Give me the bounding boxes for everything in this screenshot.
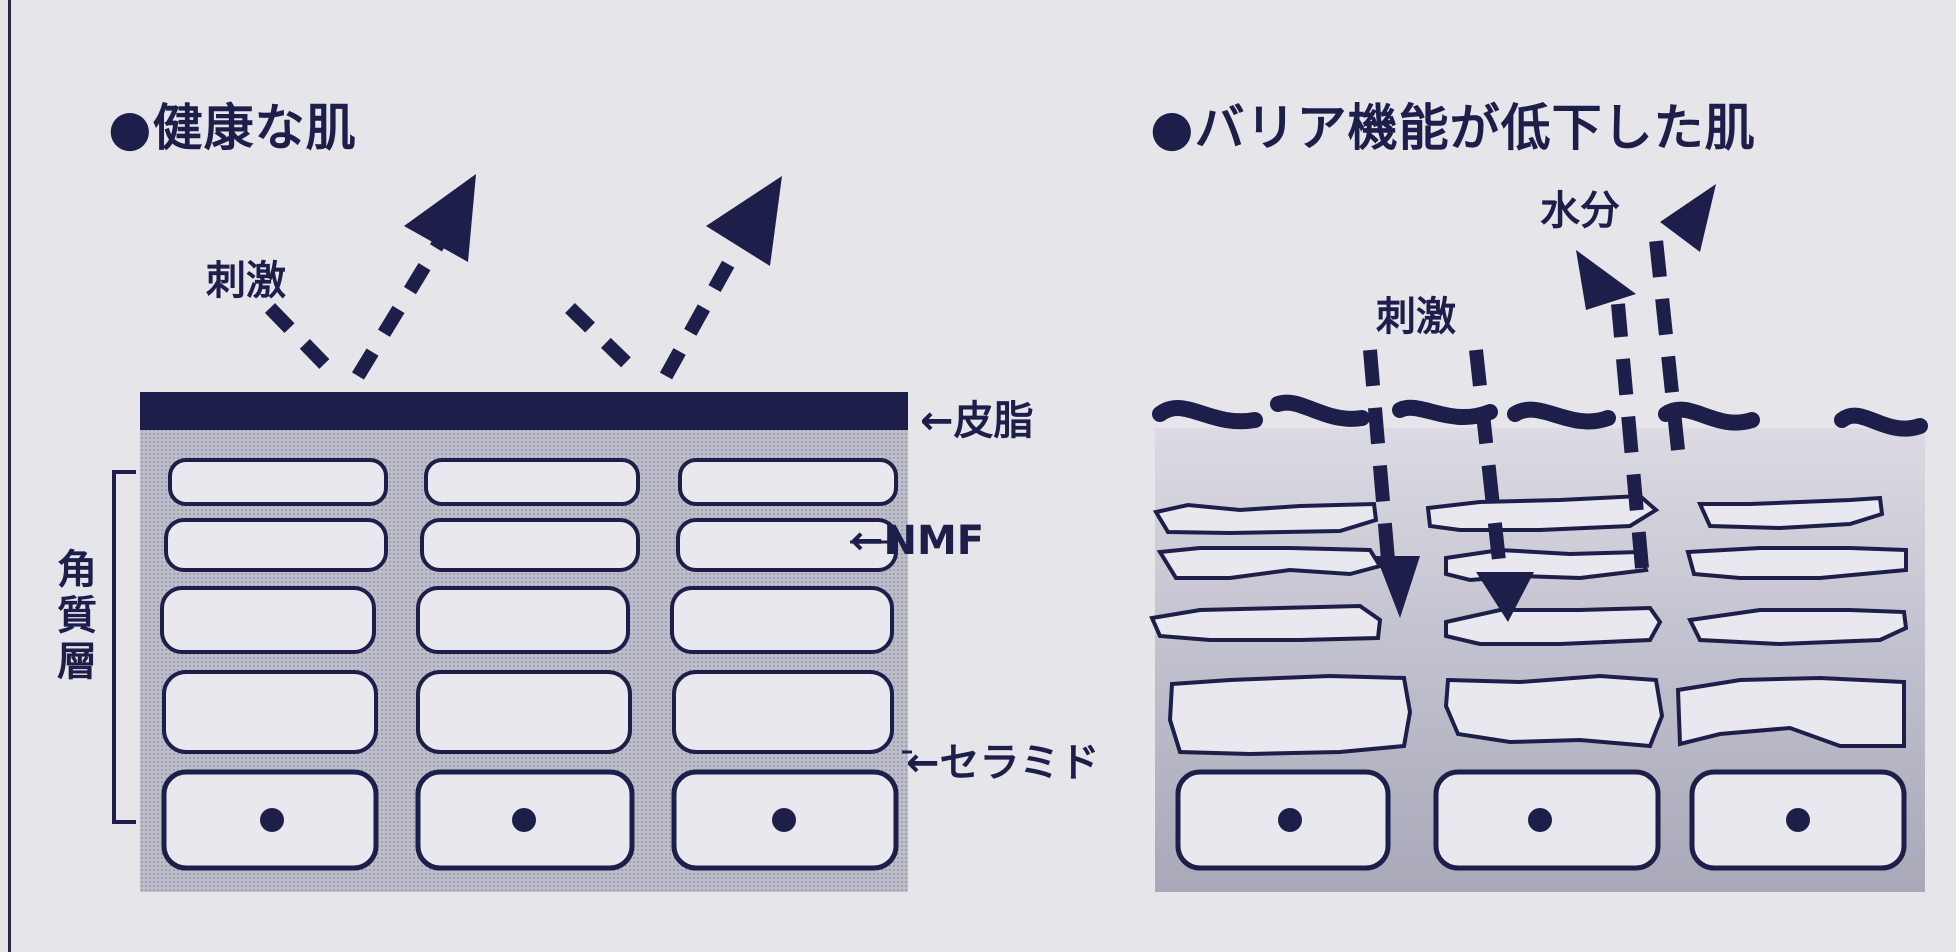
damaged-cell	[1443, 673, 1665, 749]
stimulus-arrow-out	[352, 224, 454, 380]
healthy-skin-title: ●健康な肌	[108, 99, 357, 157]
healthy-skin-panel	[112, 174, 912, 892]
cell	[416, 586, 630, 654]
stimulus-arrow-penetrating	[1363, 349, 1395, 561]
cell	[168, 458, 388, 506]
damaged-cell	[1152, 501, 1379, 536]
nucleus	[260, 808, 284, 832]
water-arrow-escaping	[1649, 239, 1685, 451]
nucleus	[1278, 808, 1302, 832]
arrowhead	[404, 174, 476, 262]
cell	[160, 586, 376, 654]
nmf-label: ←NMF	[850, 518, 985, 564]
stimulus-arrow-in	[264, 303, 342, 381]
water-arrow-escaping	[1611, 303, 1649, 569]
arrowhead	[1576, 250, 1636, 310]
cell	[416, 670, 632, 754]
page-left-border	[8, 0, 11, 952]
cell	[670, 586, 894, 654]
damaged-cell	[1156, 546, 1384, 580]
cell	[678, 458, 898, 506]
ceramide-label: ←セラミド	[906, 740, 1100, 786]
cell	[424, 458, 640, 506]
sebum-fragment	[1270, 394, 1370, 427]
cell	[676, 518, 898, 572]
cell	[164, 518, 388, 572]
arrowhead	[706, 176, 782, 266]
sebum-fragment	[1658, 401, 1760, 431]
damaged-cell	[1686, 608, 1909, 647]
arrowhead	[1476, 572, 1534, 622]
nucleus	[1786, 808, 1810, 832]
stimulus-arrow-in	[565, 302, 645, 382]
arrowhead	[1376, 556, 1420, 618]
damaged-cell	[1167, 673, 1413, 757]
damaged-cell	[1425, 493, 1660, 532]
sebum-fragment	[1834, 407, 1928, 437]
stratum-corneum-label: 角質層	[50, 548, 96, 686]
arrowhead	[1660, 184, 1716, 252]
stimulus-arrow-out	[659, 228, 753, 380]
damaged-stimulus-label: 刺激	[1376, 294, 1456, 340]
damaged-cell	[1149, 603, 1383, 642]
cell	[162, 670, 378, 754]
cell	[420, 518, 640, 572]
sebum-label: ←皮脂	[920, 398, 1034, 444]
damaged-cell	[1696, 495, 1885, 531]
water-label: 水分	[1540, 188, 1620, 234]
sebum-layer	[140, 392, 908, 430]
damaged-cell	[1675, 675, 1906, 748]
sebum-fragment	[1507, 401, 1616, 430]
sebum-fragment	[1152, 400, 1263, 430]
stratum-bracket	[112, 470, 136, 824]
damaged-cell	[1685, 546, 1908, 580]
damaged-cell	[1444, 547, 1649, 583]
damaged-cell	[1444, 605, 1663, 646]
damaged-skin-title: ●バリア機能が低下した肌	[1150, 99, 1756, 157]
stimulus-arrow-penetrating	[1469, 349, 1507, 571]
damaged-skin-panel	[1149, 184, 1928, 892]
nucleus	[1528, 808, 1552, 832]
nucleus	[772, 808, 796, 832]
stimulus-label: 刺激	[206, 258, 286, 304]
nucleus	[512, 808, 536, 832]
cell	[672, 670, 894, 754]
